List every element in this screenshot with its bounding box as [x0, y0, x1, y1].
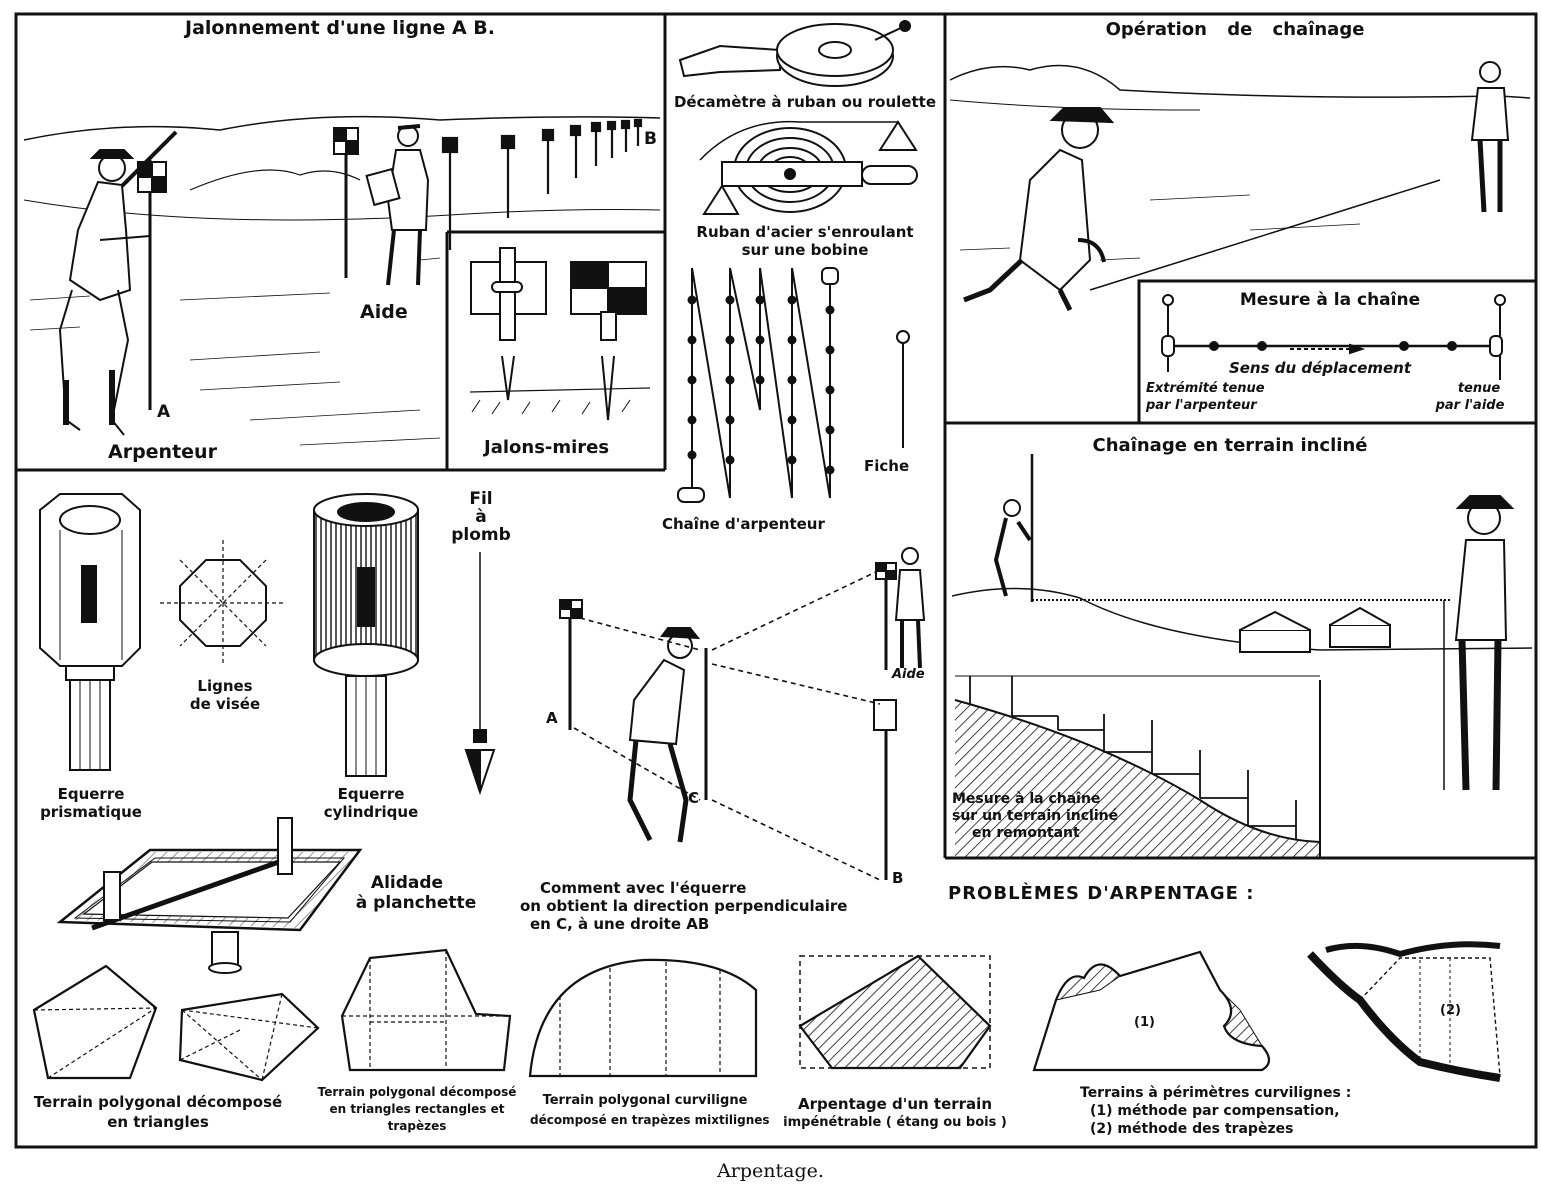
point-b-label: B — [644, 129, 657, 149]
perp-text-line1: Comment avec l'équerre — [540, 879, 747, 897]
fig5-caption-line2: (1) méthode par compensation, — [1090, 1103, 1340, 1119]
lignes-visee-line2: de visée — [189, 695, 261, 713]
extremite-label-line2: par l'arpenteur — [1146, 398, 1257, 413]
ruban-label-line2: sur une bobine — [741, 241, 869, 259]
jalonnement-title: Jalonnement d'une ligne A B. — [185, 17, 495, 39]
fil-a-plomb-drawing — [464, 552, 496, 796]
perp-point-c: C — [688, 789, 700, 807]
incline-mesure-line3: en remontant — [972, 825, 1080, 841]
jalonnement-scene — [23, 115, 661, 446]
problemes-title: PROBLÈMES D'ARPENTAGE : — [948, 883, 1255, 904]
terrain-incline-title: Chaînage en terrain incliné — [1092, 435, 1368, 456]
chainage-title: Opération de chaînage — [1105, 19, 1365, 40]
alidade-line2: à planchette — [355, 893, 477, 913]
prismatique-line1: Equerre — [57, 785, 125, 803]
aide-label: Aide — [360, 301, 408, 323]
alidade-line1: Alidade — [370, 873, 444, 893]
fil-plomb-line1: Fil — [469, 489, 493, 509]
fig4-caption-line2: impénétrable ( étang ou bois ) — [783, 1115, 1007, 1130]
prismatique-line2: prismatique — [40, 803, 142, 821]
fil-plomb-line2: à — [475, 507, 487, 527]
incline-mesure-line2: sur un terrain incliné — [952, 808, 1119, 824]
perp-point-b: B — [892, 869, 904, 887]
decametre-drawing — [678, 20, 911, 87]
fig4-caption-line1: Arpentage d'un terrain — [797, 1095, 992, 1113]
equerre-cylindrique-drawing — [313, 493, 419, 777]
ruban-label-line1: Ruban d'acier s'enroulant — [696, 223, 914, 241]
point-a-label: A — [157, 402, 171, 422]
perp-aide-label: Aide — [892, 667, 925, 682]
perp-point-a: A — [546, 709, 558, 727]
jalons-mires-drawing — [469, 247, 651, 421]
perpendiculaire-scene — [559, 547, 926, 881]
terrain-incline-scene — [951, 454, 1533, 858]
mesure-chaine-drawing — [1161, 294, 1506, 380]
chaine-drawing — [677, 267, 839, 503]
alidade-drawing — [56, 817, 363, 974]
lignes-visee-line1: Lignes — [197, 677, 253, 695]
ruban-bobine-drawing — [699, 120, 918, 215]
fig5-caption-line3: (2) méthode des trapèzes — [1090, 1121, 1294, 1137]
fig2-caption-line2: en triangles rectangles et — [329, 1102, 505, 1116]
cylindrique-line1: Equerre — [337, 785, 405, 803]
plate-caption: Arpentage. — [717, 1160, 824, 1182]
chaine-label: Chaîne d'arpenteur — [662, 515, 825, 533]
incline-mesure-line1: Mesure à la chaîne — [952, 791, 1101, 807]
fig1-caption-line2: en triangles — [107, 1113, 209, 1131]
perp-text-line3: en C, à une droite AB — [530, 915, 710, 933]
jalons-mires-label: Jalons-mires — [484, 437, 610, 458]
fig5-mark-1: (1) — [1134, 1015, 1155, 1030]
fig2-caption-line1: Terrain polygonal décomposé — [317, 1085, 517, 1099]
plate-frame — [14, 12, 1538, 1149]
cylindrique-line2: cylindrique — [323, 803, 419, 821]
extremite-label-line1: Extrémité tenue — [1146, 381, 1265, 396]
chainage-scene — [949, 61, 1531, 312]
fig1-caption-line1: Terrain polygonal décomposé — [33, 1093, 283, 1111]
fiche-label: Fiche — [864, 457, 910, 475]
fig3-caption-line2: décomposé en trapèzes mixtilignes — [530, 1113, 770, 1127]
decametre-label: Décamètre à ruban ou roulette — [673, 93, 936, 111]
fig3-caption-line1: Terrain polygonal curviligne — [542, 1093, 748, 1108]
mesure-chaine-title: Mesure à la chaîne — [1239, 290, 1421, 310]
equerre-prismatique-drawing — [39, 493, 141, 771]
lignes-visee-drawing — [160, 540, 286, 666]
sens-deplacement-label: Sens du déplacement — [1228, 359, 1412, 377]
fil-plomb-line3: plomb — [451, 525, 511, 545]
tenue-label-line2: par l'aide — [1435, 398, 1505, 413]
arpenteur-label: Arpenteur — [108, 441, 217, 463]
tenue-label-line1: tenue — [1457, 381, 1501, 396]
perp-text-line2: on obtient la direction perpendiculaire — [520, 897, 848, 915]
fig2-caption-line3: trapèzes — [387, 1119, 447, 1133]
problemes-figures — [32, 941, 1501, 1082]
fiche-drawing — [896, 330, 910, 448]
fig5-caption-line1: Terrains à périmètres curvilignes : — [1080, 1085, 1352, 1101]
fig5-mark-2: (2) — [1440, 1003, 1461, 1018]
